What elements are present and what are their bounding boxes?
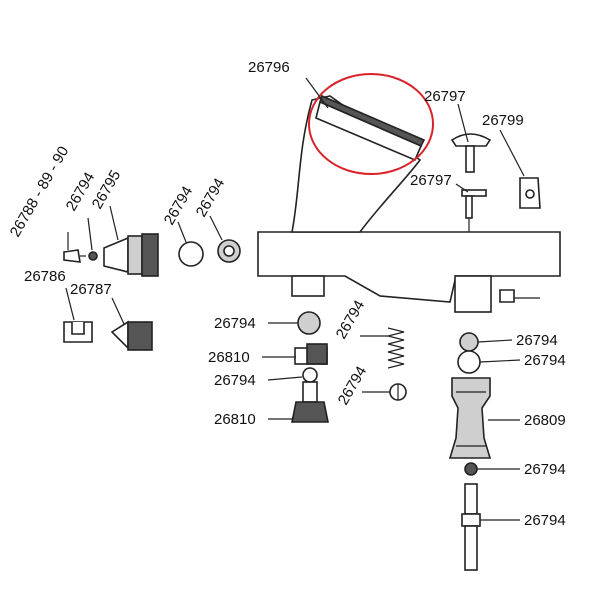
valve-body-26810-a bbox=[294, 343, 328, 365]
label-26794-c: 26794 bbox=[193, 175, 229, 220]
label-26794-a: 26794 bbox=[63, 169, 99, 214]
spring-26794-f bbox=[387, 327, 405, 369]
label-26795: 26795 bbox=[89, 167, 125, 212]
lid-part-26796 bbox=[315, 94, 426, 162]
label-26810-b: 26810 bbox=[214, 411, 256, 428]
label-26799: 26799 bbox=[482, 112, 524, 129]
side-screw bbox=[499, 289, 540, 303]
airbrush-body bbox=[257, 95, 561, 313]
valve-housing-26809 bbox=[448, 377, 492, 459]
oring-26794-j bbox=[464, 462, 478, 476]
label-26809: 26809 bbox=[524, 412, 566, 429]
trigger-part-26797 bbox=[450, 133, 492, 173]
label-26810-a: 26810 bbox=[208, 349, 250, 366]
ring-26794-i bbox=[457, 350, 481, 374]
needle-guide-26794-k bbox=[461, 483, 481, 571]
oring-26794-d bbox=[297, 311, 321, 335]
label-26786: 26786 bbox=[24, 268, 66, 285]
oring-26794-e bbox=[302, 367, 318, 383]
valve-stem-26810-b bbox=[291, 381, 329, 423]
label-26796: 26796 bbox=[248, 59, 290, 76]
washer-26794-c bbox=[217, 239, 241, 263]
label-26794-f: 26794 bbox=[214, 372, 256, 389]
nozzle-head-26795 bbox=[103, 233, 159, 277]
needle-tip-26788 bbox=[63, 249, 86, 263]
label-26794-k: 26794 bbox=[524, 512, 566, 529]
cap-part-26786 bbox=[63, 321, 93, 343]
label-26794-h: 26794 bbox=[516, 332, 558, 349]
label-26797-top: 26797 bbox=[424, 88, 466, 105]
oring-26794-h bbox=[459, 332, 479, 352]
label-26794-e: 26794 bbox=[333, 297, 369, 342]
label-26787: 26787 bbox=[70, 281, 112, 298]
label-26797-mid: 26797 bbox=[410, 172, 452, 189]
label-26794-d: 26794 bbox=[214, 315, 256, 332]
key-part-26799 bbox=[519, 177, 541, 209]
clip-26794-g bbox=[389, 383, 407, 401]
highlight-circle bbox=[308, 73, 434, 175]
oring-26794-a bbox=[88, 251, 98, 261]
nozzle-part-26787 bbox=[110, 320, 153, 351]
pin-part-26797 bbox=[461, 189, 487, 232]
leader-lines bbox=[65, 77, 525, 521]
label-26794-b: 26794 bbox=[161, 183, 197, 228]
label-26794-j: 26794 bbox=[524, 461, 566, 478]
ring-26794-b bbox=[178, 241, 204, 267]
label-26794-i: 26794 bbox=[524, 352, 566, 369]
label-26794-g: 26794 bbox=[335, 363, 371, 408]
label-26788-89-90: 26788 - 89 - 90 bbox=[7, 143, 73, 240]
